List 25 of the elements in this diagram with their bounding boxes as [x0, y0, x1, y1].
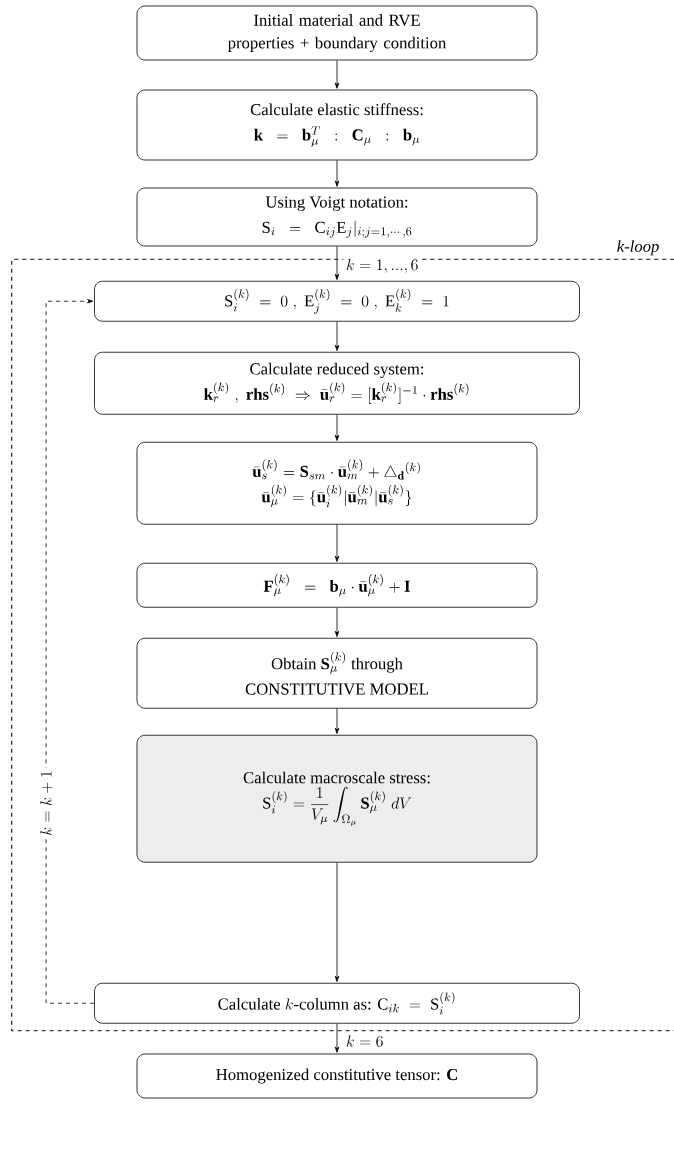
arrow [334, 160, 340, 187]
process-box: $\mathbf{F}_\mu^{(k)} \;\;=\;\; \mathbf{b}_\mu\cdot\bar{\mathbf{u}}_\mu^{(k)} + \mathbf{I}$ [136, 562, 538, 608]
process-box: Using Voigt notation: $\mathrm{S}_i \;\;=\;\; \mathrm{C}_{ij}\mathrm{E}_j|_{i;j=1,\cdots,6}$ [136, 187, 538, 247]
edge-label: $k = 6$ [343, 1032, 387, 1050]
arrow [334, 60, 340, 89]
process-box: Initial material and RVE properties + boundary condition [136, 5, 538, 61]
arrow [334, 246, 340, 280]
process-box: Calculate reduced system: $\mathbf{k}_r^{(k)}\;,\;\mathbf{rhs}^{(k)} \;\Rightarrow\; \bar{\mathbf{u}}_r^{(k)} = [\mathbf{k}_r^{(k)}]^{-1}\cdot\mathbf{rhs}^{(k)}$ [94, 351, 580, 415]
arrow [334, 607, 340, 637]
process-box: $\text{Homogenized constitutive tensor: }\mathbf{C}$ [136, 1053, 538, 1099]
process-box: $\bar{\mathbf{u}}_s^{(k)} = \mathbf{S}_{sm}\cdot\bar{\mathbf{u}}_m^{(k)} + \triangle_{\mathbf{d}}{}^{(k)}$ $\bar{\mathbf{u}}_\mu^{(k)} = \{\bar{\mathbf{u}}_i^{(k)}|\bar{\mathbf{u}}_m^{(k)}|\bar{\mathbf{u}}_s^{(k)}\}$ [136, 441, 538, 525]
process-box: $\text{Obtain } \mathbf{S}_\mu^{(k)} \text{ through}$ CONSTITUTIVE MODEL [136, 637, 538, 709]
process-box: $\text{Calculate } k\text{-column as: }\mathrm{C}_{ik} \;=\; \mathrm{S}_i^{(k)}$ [94, 982, 580, 1024]
arrow [334, 321, 340, 351]
process-box: Calculate elastic stiffness: $\mathbf{k} \;\;=\;\; \mathbf{b}_\mu^T \;\;:\;\; \mathbf{C}_\mu \;\;:\;\; \mathbf{b}_\mu$ [136, 89, 538, 161]
arrow [45, 299, 95, 1004]
arrow [334, 862, 340, 982]
process-box: $\mathrm{S}_i^{(k)} \;=\; 0\;,\; \mathrm{E}_j^{(k)} \;=\; 0\;,\; \mathrm{E}_k^{(k)} \;=\; 1$ [94, 280, 580, 322]
arrow [334, 524, 340, 562]
arrow [334, 708, 340, 734]
edge-label: $k = k + 1$ [37, 767, 56, 839]
arrow [334, 1023, 340, 1053]
arrow [334, 414, 340, 441]
process-box: Calculate macroscale stress: $\mathrm{S}_i^{(k)} = \frac{1}{V_\mu}\int_{\Omega_\mu}\mathbf{S}_\mu^{(k)}\;dV$ [136, 734, 538, 863]
edge-label: $k = 1, ..., 6$ [343, 256, 422, 276]
